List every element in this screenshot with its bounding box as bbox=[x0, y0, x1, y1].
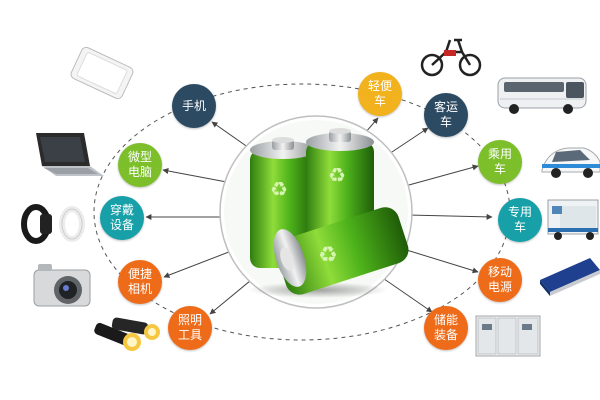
electric-bicycle-picture bbox=[420, 38, 482, 77]
smart-band-picture bbox=[21, 204, 85, 244]
camera-picture bbox=[33, 264, 91, 307]
node-energy-storage: 储能 装备 bbox=[424, 306, 468, 350]
coach-bus-picture bbox=[497, 77, 587, 114]
node-label: 微型 电脑 bbox=[127, 150, 152, 179]
node-mobile-power: 移动 电源 bbox=[478, 258, 522, 302]
node-special-vehicle: 专用 车 bbox=[498, 198, 542, 242]
node-label: 轻便 车 bbox=[367, 79, 392, 108]
node-passenger-bus: 客运 车 bbox=[424, 93, 468, 137]
arrow-to-power bbox=[399, 247, 479, 274]
node-mobile-phone: 手机 bbox=[172, 84, 216, 128]
node-label: 穿戴 设备 bbox=[109, 203, 134, 232]
box-truck-picture bbox=[547, 199, 599, 240]
node-label: 客运 车 bbox=[433, 100, 458, 129]
svg-text:♻: ♻ bbox=[318, 243, 338, 268]
node-label: 乘用 车 bbox=[487, 147, 512, 176]
center-battery-image: ♻ ♻ ♻ bbox=[219, 115, 413, 309]
node-label: 照明 工具 bbox=[177, 313, 202, 342]
energy-storage-cabinet-picture bbox=[475, 315, 541, 357]
arrow-to-pc bbox=[162, 168, 233, 184]
node-lighting-tool: 照明 工具 bbox=[168, 306, 212, 350]
svg-text:♻: ♻ bbox=[328, 163, 346, 187]
node-passenger-car: 乘用 车 bbox=[478, 140, 522, 184]
node-label: 移动 电源 bbox=[487, 265, 512, 294]
node-wearable-device: 穿戴 设备 bbox=[100, 196, 144, 240]
arrow-to-phone bbox=[211, 121, 253, 151]
node-microcomputer: 微型 电脑 bbox=[118, 143, 162, 187]
arrow-to-camera bbox=[163, 249, 235, 278]
node-light-vehicle: 轻便 车 bbox=[358, 72, 402, 116]
power-bank-picture bbox=[540, 258, 600, 296]
node-label: 手机 bbox=[181, 98, 206, 113]
node-label: 便捷 相机 bbox=[127, 267, 152, 296]
arrow-to-special bbox=[407, 213, 493, 220]
node-label: 专用 车 bbox=[507, 205, 532, 234]
flashlight-picture bbox=[94, 317, 160, 351]
laptop-picture bbox=[36, 133, 104, 176]
node-portable-camera: 便捷 相机 bbox=[118, 260, 162, 304]
battery-cell-front: ♻ bbox=[273, 207, 409, 295]
sedan-car-picture bbox=[541, 147, 600, 178]
node-label: 储能 装备 bbox=[433, 313, 458, 342]
smartphone-picture bbox=[70, 46, 134, 100]
svg-text:♻: ♻ bbox=[270, 177, 288, 201]
arrow-to-lighting bbox=[209, 275, 257, 315]
arrow-to-car bbox=[397, 164, 479, 189]
